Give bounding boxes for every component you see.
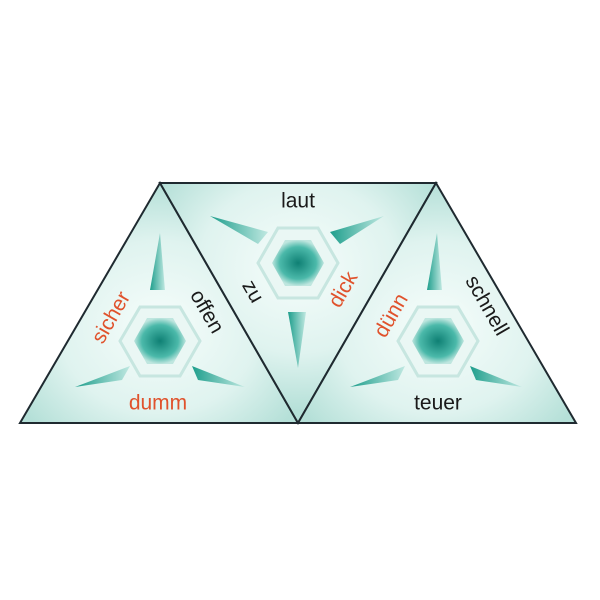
word-dumm: dumm — [129, 392, 187, 415]
middle-spike-top-left — [210, 216, 268, 244]
middle-hex-core-icon — [272, 240, 324, 286]
right-triangle-tile[interactable] — [296, 181, 578, 424]
word-laut: laut — [281, 190, 315, 213]
left-triangle-tile[interactable] — [18, 181, 300, 424]
left-spike-bottom-right — [192, 366, 245, 387]
left-spike-top — [150, 233, 165, 290]
middle-spike-bottom — [288, 312, 306, 368]
right-spike-bottom-right — [470, 366, 522, 387]
middle-spike-top-right — [330, 216, 384, 244]
right-spike-bottom-left — [350, 366, 405, 387]
right-spike-top — [427, 233, 442, 290]
word-teuer: teuer — [414, 392, 462, 415]
left-spike-bottom-left — [75, 366, 130, 387]
right-hex-core-icon — [412, 318, 464, 364]
right-triangle-shape — [296, 181, 578, 424]
left-hex-core-icon — [134, 318, 186, 364]
